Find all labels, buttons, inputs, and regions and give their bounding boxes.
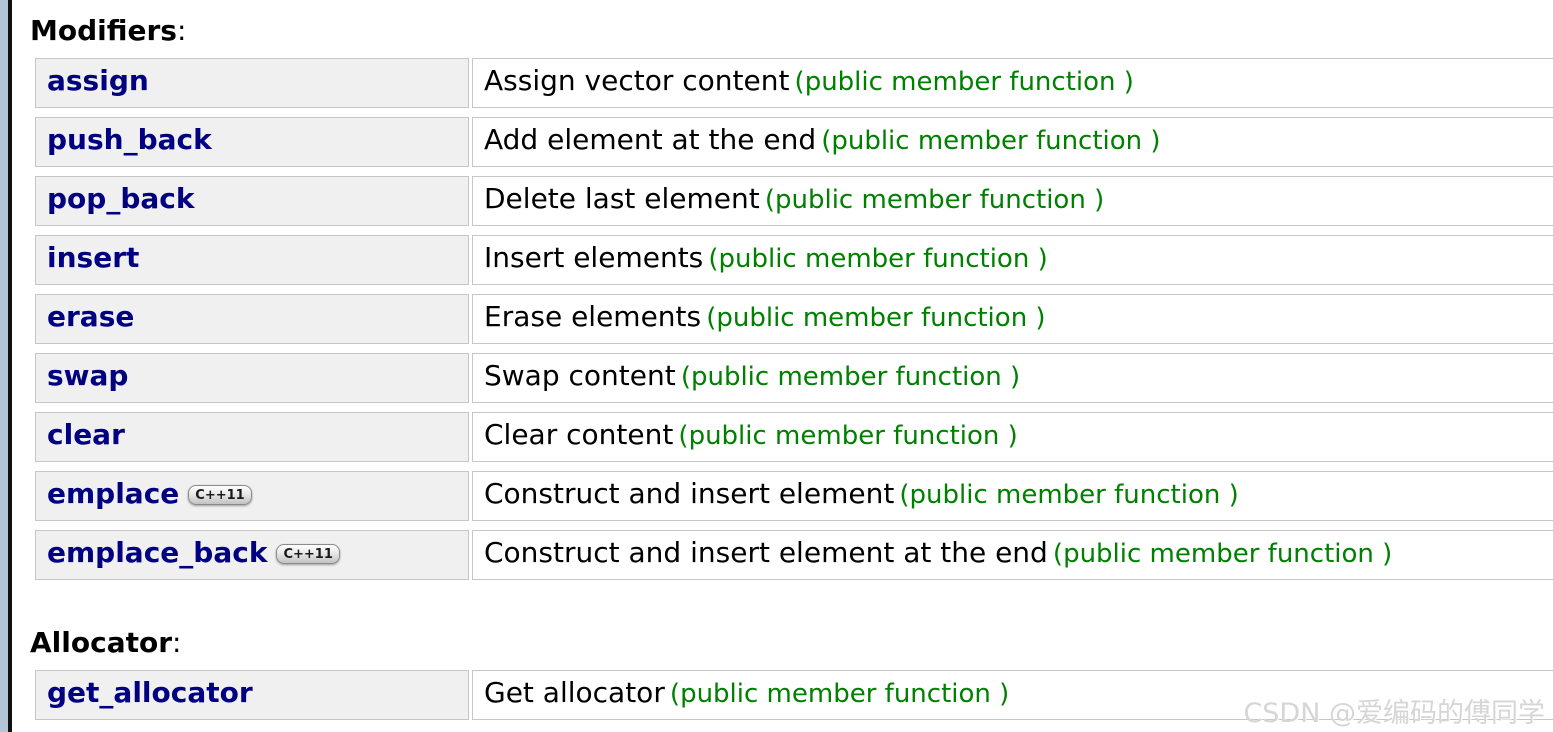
member-description: Add element at the end (484, 123, 817, 156)
member-link-insert[interactable]: insert (47, 241, 140, 274)
member-description: Construct and insert element (484, 477, 895, 510)
member-link-emplace_back[interactable]: emplace_back (47, 536, 268, 569)
member-description: Get allocator (484, 676, 665, 709)
table-row: swap Swap content (public member function… (35, 353, 1553, 403)
member-type-annotation: (public member function ) (680, 362, 1021, 392)
member-description-cell: Get allocator (public member function ) (472, 670, 1553, 720)
member-description: Swap content (484, 359, 676, 392)
member-type-annotation: (public member function ) (899, 480, 1239, 510)
section-colon: : (176, 14, 187, 47)
member-link-cell: emplace C++11 (35, 471, 469, 521)
member-description-cell: Construct and insert element at the end … (472, 530, 1553, 580)
member-link-cell: pop_back (35, 176, 469, 226)
member-link-clear[interactable]: clear (47, 418, 125, 451)
table-row: insert Insert elements (public member fun… (35, 235, 1553, 285)
left-scrollbar[interactable] (0, 0, 8, 732)
section-title: Allocator (30, 626, 173, 659)
member-description-cell: Delete last element (public member funct… (472, 176, 1553, 226)
table-row: pop_back Delete last element (public memb… (35, 176, 1553, 226)
content: Modifiers: assign Assign vector content (p… (12, 0, 1553, 732)
member-link-cell: insert (35, 235, 469, 285)
table-row: emplace C++11 Construct and insert element… (35, 471, 1553, 521)
section-modifiers: Modifiers: assign Assign vector content (p… (30, 14, 1553, 580)
member-link-erase[interactable]: erase (47, 300, 135, 333)
member-table: get_allocator Get allocator (public membe… (35, 670, 1553, 720)
member-type-annotation: (public member function ) (1052, 539, 1393, 569)
member-link-cell: swap (35, 353, 469, 403)
member-description: Insert elements (484, 241, 704, 274)
member-link-cell: get_allocator (35, 670, 469, 720)
member-description-cell: Erase elements (public member function ) (472, 294, 1553, 344)
member-description-cell: Construct and insert element (public mem… (472, 471, 1553, 521)
member-table: assign Assign vector content (public memb… (35, 58, 1553, 580)
section-allocator: Allocator: get_allocator Get allocator (pu… (30, 626, 1553, 720)
section-heading: Allocator: (30, 626, 1553, 660)
member-link-swap[interactable]: swap (47, 359, 129, 392)
frame-border-line (8, 0, 12, 732)
member-link-emplace[interactable]: emplace (47, 477, 180, 510)
member-description-cell: Swap content (public member function ) (472, 353, 1553, 403)
table-row: emplace_back C++11 Construct and insert el… (35, 530, 1553, 580)
member-description: Construct and insert element at the end (484, 536, 1048, 569)
member-type-annotation: (public member function ) (678, 421, 1018, 451)
section-heading: Modifiers: (30, 14, 1553, 48)
member-type-annotation: (public member function ) (764, 185, 1105, 215)
member-type-annotation: (public member function ) (794, 67, 1134, 97)
table-row: push_back Add element at the end (public … (35, 117, 1553, 167)
member-link-cell: push_back (35, 117, 469, 167)
table-row: clear Clear content (public member functi… (35, 412, 1553, 462)
member-link-cell: assign (35, 58, 469, 108)
member-type-annotation: (public member function ) (821, 126, 1161, 156)
member-link-get_allocator[interactable]: get_allocator (47, 676, 253, 709)
member-link-cell: emplace_back C++11 (35, 530, 469, 580)
member-link-cell: erase (35, 294, 469, 344)
member-description-cell: Clear content (public member function ) (472, 412, 1553, 462)
member-description-cell: Insert elements (public member function … (472, 235, 1553, 285)
member-type-annotation: (public member function ) (706, 303, 1046, 333)
table-row: erase Erase elements (public member funct… (35, 294, 1553, 344)
member-type-annotation: (public member function ) (708, 244, 1048, 274)
member-type-annotation: (public member function ) (669, 679, 1010, 709)
member-link-assign[interactable]: assign (47, 64, 149, 97)
member-description: Erase elements (484, 300, 702, 333)
member-description-cell: Add element at the end (public member fu… (472, 117, 1553, 167)
member-link-pop_back[interactable]: pop_back (47, 182, 195, 215)
member-link-cell: clear (35, 412, 469, 462)
table-row: assign Assign vector content (public memb… (35, 58, 1553, 108)
cpp11-badge-icon: C++11 (276, 544, 340, 564)
member-description: Delete last element (484, 182, 760, 215)
member-description-cell: Assign vector content (public member fun… (472, 58, 1553, 108)
table-row: get_allocator Get allocator (public membe… (35, 670, 1553, 720)
member-description: Assign vector content (484, 64, 790, 97)
member-link-push_back[interactable]: push_back (47, 123, 212, 156)
member-description: Clear content (484, 418, 674, 451)
section-colon: : (172, 626, 182, 659)
cpp11-badge-icon: C++11 (188, 485, 252, 505)
section-title: Modifiers (30, 14, 177, 47)
